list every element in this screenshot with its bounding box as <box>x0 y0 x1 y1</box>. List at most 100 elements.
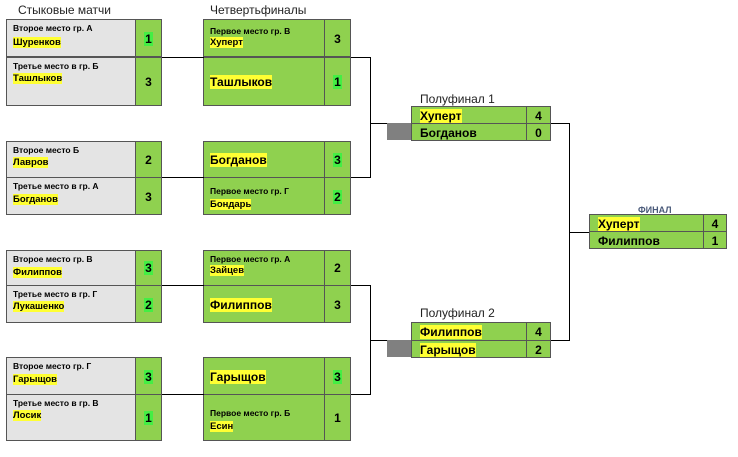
player-name: Лавров <box>13 157 49 168</box>
playoff-header: Стыковые матчи <box>18 3 111 17</box>
connector-line <box>351 57 371 58</box>
playoff-slot: Третье место в гр. Б Ташлыков <box>6 57 136 106</box>
score-value: 3 <box>144 370 153 384</box>
bracket-tab <box>387 123 411 140</box>
score-value: 3 <box>145 75 152 89</box>
score-cell: 2 <box>324 177 351 215</box>
score-cell: 3 <box>324 19 351 57</box>
connector-line <box>569 232 589 233</box>
quarterfinal-slot: Первое место гр. В Хуперт <box>203 19 325 57</box>
quarterfinal-slot: Филиппов <box>203 285 325 323</box>
score-cell: 3 <box>135 357 162 395</box>
score-cell: 2 <box>135 285 162 323</box>
quarterfinal-slot: Богданов <box>203 141 325 178</box>
score-value: 3 <box>333 153 342 167</box>
connector-line <box>162 57 204 58</box>
score-cell: 2 <box>135 141 162 178</box>
score-cell: 2 <box>324 250 351 286</box>
score-cell: 2 <box>526 340 551 358</box>
score-cell: 3 <box>135 57 162 106</box>
player-name: Богданов <box>13 194 58 205</box>
playoff-slot: Третье место в гр. Г Лукашенко <box>6 285 136 323</box>
slot-label: Третье место в гр. А <box>13 181 99 191</box>
score-value: 1 <box>334 411 341 425</box>
score-value: 3 <box>334 298 341 312</box>
slot-label: Первое место гр. А <box>210 254 291 264</box>
final-header: ФИНАЛ <box>638 205 672 215</box>
final-row: Филиппов <box>589 231 704 249</box>
score-value: 1 <box>144 411 153 425</box>
player-name: Зайцев <box>210 265 245 276</box>
connector-line <box>351 285 371 286</box>
score-value: 2 <box>535 343 542 357</box>
player-name: Филиппов <box>598 234 660 248</box>
player-name: Филиппов <box>210 298 272 312</box>
player-name: Бондарь <box>210 199 252 210</box>
score-cell: 1 <box>324 394 351 441</box>
playoff-slot: Второе место гр. Г Гарыщов <box>6 357 136 395</box>
score-cell: 4 <box>703 214 727 232</box>
quarterfinal-slot: Первое место гр. Г Бондарь <box>203 177 325 215</box>
connector-line <box>551 123 570 124</box>
playoff-slot: Второе место гр. В Филиппов <box>6 250 136 286</box>
player-name: Богданов <box>420 126 477 140</box>
semifinal-2-header: Полуфинал 2 <box>420 306 495 320</box>
score-cell: 3 <box>135 250 162 286</box>
player-name: Ташлыков <box>210 75 273 89</box>
connector-line <box>351 394 371 395</box>
player-name: Шуренков <box>13 37 61 48</box>
slot-label: Третье место в гр. Б <box>13 61 99 71</box>
quarterfinal-slot: Ташлыков <box>203 57 325 106</box>
score-value: 1 <box>144 32 153 46</box>
player-name: Филиппов <box>420 325 482 339</box>
connector-line <box>370 57 371 178</box>
score-value: 3 <box>145 190 152 204</box>
quarterfinal-header: Четвертьфиналы <box>210 3 307 17</box>
bracket-tab <box>387 340 411 357</box>
quarterfinal-slot: Первое место гр. Б Есин <box>203 394 325 441</box>
connector-line <box>370 123 387 124</box>
slot-label: Первое место гр. Б <box>210 408 291 418</box>
score-cell: 3 <box>324 141 351 178</box>
score-value: 4 <box>535 325 542 339</box>
slot-label: Третье место в гр. Г <box>13 289 98 299</box>
connector-line <box>551 340 570 341</box>
score-value: 2 <box>334 261 341 275</box>
semifinal-row: Гарыщов <box>411 340 527 358</box>
score-value: 1 <box>711 234 719 248</box>
score-cell: 3 <box>135 177 162 215</box>
score-value: 3 <box>333 370 342 384</box>
score-cell: 1 <box>324 57 351 106</box>
connector-line <box>162 394 204 395</box>
quarterfinal-slot: Первое место гр. А Зайцев <box>203 250 325 286</box>
score-value: 4 <box>711 217 719 231</box>
score-value: 2 <box>144 298 153 312</box>
slot-label: Второе место гр. В <box>13 254 93 264</box>
score-cell: 4 <box>526 322 551 341</box>
score-value: 4 <box>535 109 542 123</box>
score-value: 1 <box>333 75 342 89</box>
player-name: Лосик <box>13 410 42 421</box>
connector-line <box>351 177 371 178</box>
score-value: 2 <box>145 153 152 167</box>
player-name: Богданов <box>210 153 267 167</box>
semifinal-row: Филиппов <box>411 322 527 341</box>
score-cell: 1 <box>135 394 162 441</box>
quarterfinal-slot: Гарыщов <box>203 357 325 395</box>
semifinal-row: Хуперт <box>411 106 527 124</box>
semifinal-row: Богданов <box>411 123 527 141</box>
slot-label: Второе место гр. Г <box>13 361 92 371</box>
player-name: Гарыщов <box>210 370 266 384</box>
score-cell: 0 <box>526 123 551 141</box>
final-row: Хуперт <box>589 214 704 232</box>
player-name: Хуперт <box>598 217 640 231</box>
slot-label: Второе место гр. А <box>13 23 93 33</box>
player-name: Есин <box>210 421 234 432</box>
slot-label: Второе место Б <box>13 145 80 155</box>
player-name: Гарыщов <box>420 343 476 357</box>
slot-label: Первое место гр. В <box>210 26 291 36</box>
connector-line <box>162 285 204 286</box>
score-cell: 1 <box>135 19 162 57</box>
score-cell: 1 <box>703 231 727 249</box>
connector-line <box>162 177 204 178</box>
